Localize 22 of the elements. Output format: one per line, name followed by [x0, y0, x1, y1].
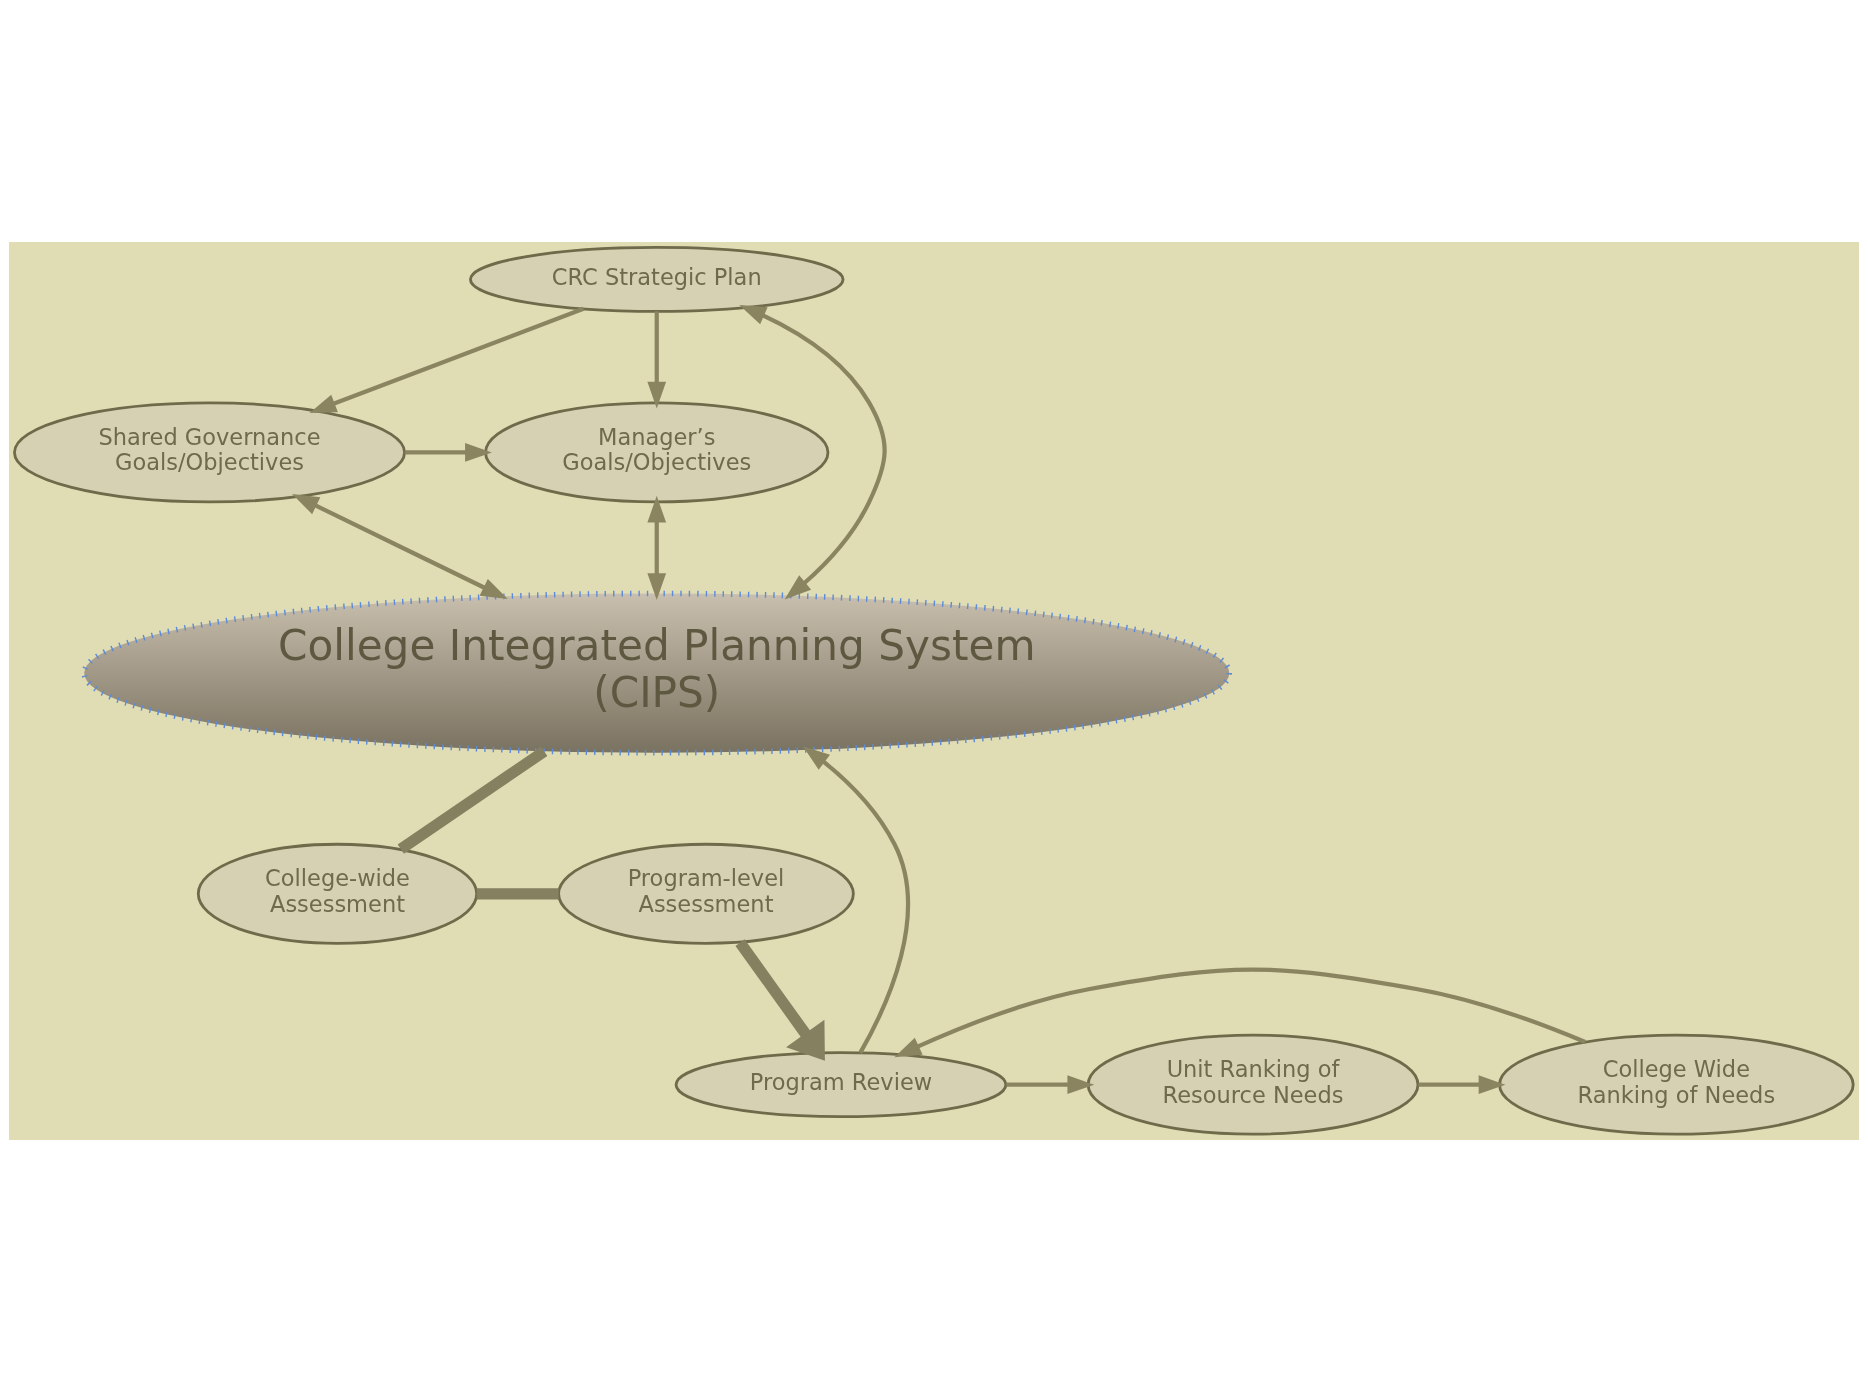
node-ellipse: Program-level Assessment	[557, 842, 855, 945]
arrow	[292, 493, 508, 599]
node-ellipse: Unit Ranking of Resource Needs	[1086, 1033, 1420, 1136]
node-ellipse: College-wide Assessment	[196, 842, 479, 945]
node-ellipse: CRC Strategic Plan	[469, 245, 845, 313]
connector	[397, 746, 548, 854]
node-ellipse: College Wide Ranking of Needs	[1498, 1033, 1855, 1136]
arrow	[735, 938, 825, 1061]
arrow	[404, 442, 492, 462]
arrow	[894, 966, 1586, 1057]
arrow	[1006, 1074, 1095, 1094]
node-ellipse: College Integrated Planning System (CIPS)	[81, 590, 1233, 756]
arrow	[739, 304, 887, 600]
arrow	[647, 310, 667, 409]
arrow	[309, 306, 585, 413]
node-ellipse: Program Review	[674, 1050, 1008, 1118]
arrow	[802, 745, 910, 1054]
node-ellipse: Manager’s Goals/Objectives	[484, 401, 830, 503]
arrow	[1418, 1074, 1506, 1094]
connector	[476, 887, 559, 899]
node-ellipse: Shared Governance Goals/Objectives	[13, 401, 406, 503]
arrow	[647, 495, 667, 600]
